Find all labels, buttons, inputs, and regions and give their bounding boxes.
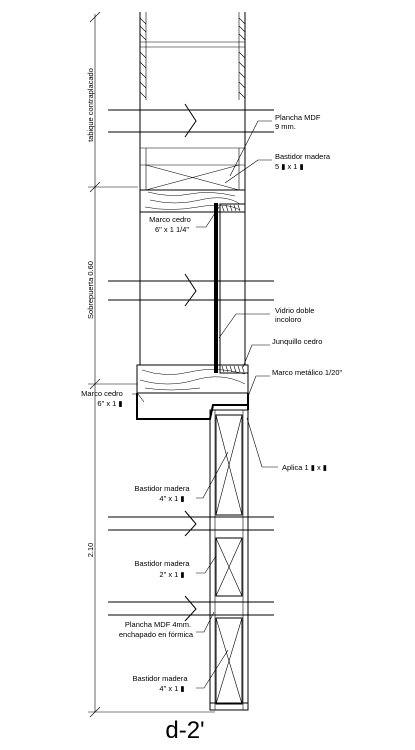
lower-cedar-frame (136, 363, 249, 420)
label-bastidor-2-size: 2" x 1 ▮ (159, 570, 184, 579)
label-bastidor-top: Bastidor madera (275, 152, 331, 161)
label-marco-cedro-top-size: 6" x 1 1/4" (155, 225, 189, 234)
label-marco-metalico: Marco metálico 1/20" (272, 368, 343, 377)
label-plancha-mdf-size: 9 mm. (275, 122, 296, 131)
label-bastidor-top-size: 5 ▮ x 1 ▮ (275, 162, 304, 171)
door-leaf (209, 409, 249, 711)
label-bastidor-2: Bastidor madera (134, 559, 190, 568)
label-plancha-4mm: Plancha MDF 4mm. (125, 620, 191, 629)
dim-sobrepuerta-label: Sobrepuerta 0.60 (86, 261, 95, 319)
label-junquillo: Junquillo cedro (272, 337, 322, 346)
label-bastidor-4-size: 4" x 1 ▮ (159, 494, 184, 503)
label-marco-cedro-top: Marco cedro (149, 215, 191, 224)
top-cedar-frame (139, 189, 246, 213)
label-vidrio: Vidrio doble (275, 306, 314, 315)
label-bastidor-4: Bastidor madera (134, 484, 190, 493)
leader-lines (132, 120, 278, 689)
break-lines (108, 103, 274, 622)
drawing-title: d-2' (165, 717, 204, 744)
label-vidrio-type: incoloro (275, 315, 301, 324)
label-plancha-mdf: Plancha MDF (275, 113, 321, 122)
label-marco-cedro-left-size: 6" x 1 ▮ (97, 399, 122, 408)
label-bastidor-bottom: Bastidor madera (132, 674, 188, 683)
label-bastidor-bottom-size: 4" x 1 ▮ (159, 684, 184, 693)
wall-upper (139, 12, 246, 191)
dim-altura-label: 2.10 (86, 543, 95, 558)
label-marco-cedro-left: Marco cedro (81, 389, 123, 398)
label-plancha-4mm-finish: enchapado en fórmica (119, 630, 194, 639)
dim-tabique-label: tabique contraplacado (86, 68, 95, 142)
label-aplica: Aplica 1 ▮ x ▮ (282, 463, 327, 472)
transom-glass (139, 212, 246, 365)
dimension-line (88, 11, 215, 718)
